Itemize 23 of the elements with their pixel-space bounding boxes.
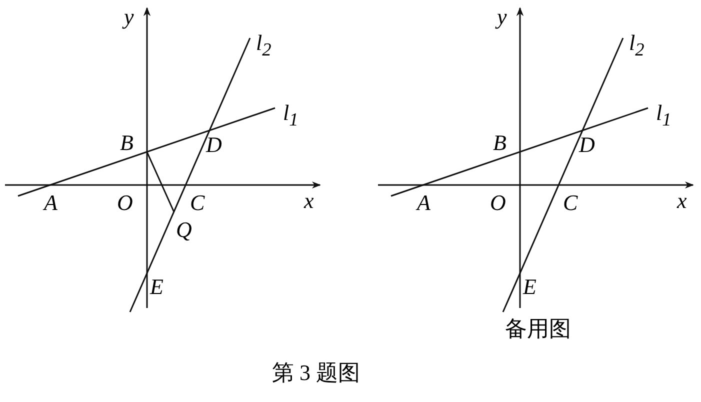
line-label: l$_{1}$: [656, 102, 672, 129]
line-label: l$_{2}$: [629, 32, 644, 59]
figure-caption: 第 3 题图: [272, 362, 360, 384]
point-label: A: [417, 192, 430, 214]
point-label: B: [493, 132, 506, 154]
point-label: O: [117, 192, 133, 214]
line-label: l$_{2}$: [256, 32, 272, 59]
axis-label: y: [124, 6, 134, 28]
axis-label: y: [497, 6, 507, 28]
axis-label: x: [304, 190, 314, 212]
point-label: Q: [176, 219, 192, 241]
point-label: C: [563, 192, 578, 214]
point-label: C: [190, 192, 205, 214]
axis-label: x: [677, 190, 687, 212]
point-label: D: [579, 134, 595, 156]
point-label: O: [490, 192, 506, 214]
point-label: A: [44, 192, 58, 214]
line-label: l$_{1}$: [283, 102, 298, 129]
point-label: E: [523, 276, 536, 298]
point-label: D: [206, 134, 222, 156]
point-label: B: [120, 132, 134, 154]
sub-caption: 备用图: [505, 318, 571, 340]
point-label: E: [150, 276, 164, 298]
